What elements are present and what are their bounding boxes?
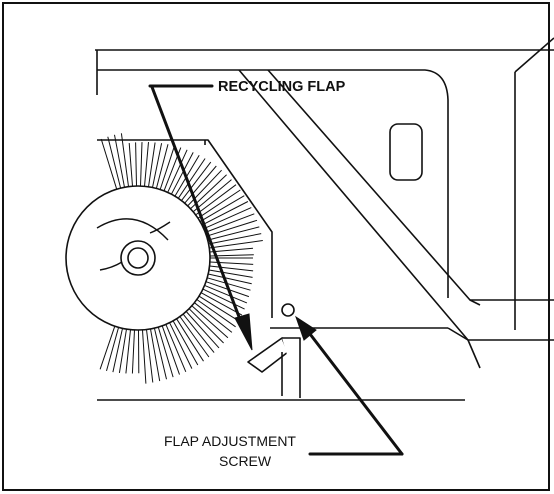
bristle: [131, 329, 135, 374]
bristle: [187, 169, 222, 207]
bristle: [201, 201, 249, 226]
bristle: [209, 240, 263, 249]
bristle: [198, 295, 240, 322]
bristle: [140, 142, 143, 187]
bristle: [182, 313, 215, 353]
bristle: [194, 302, 233, 333]
brush-core: [65, 185, 211, 331]
recycling-flap-leader: [148, 84, 246, 332]
bristle: [184, 165, 217, 204]
bristle: [170, 152, 194, 195]
bristle: [148, 142, 156, 187]
screw-arrowhead: [295, 315, 317, 341]
bristle: [207, 277, 251, 291]
bristle: [172, 320, 199, 366]
brush-bristles: [99, 133, 263, 384]
bristle: [169, 322, 193, 369]
bristle: [195, 184, 237, 216]
bristle: [106, 327, 120, 372]
bristle: [112, 328, 123, 373]
bristle: [153, 327, 167, 380]
bristle: [196, 299, 236, 328]
bristle: [99, 326, 116, 370]
figure-frame: [2, 2, 550, 491]
bristle: [176, 318, 204, 362]
bristle: [159, 145, 175, 190]
bristle: [204, 284, 248, 304]
bristle: [188, 308, 224, 344]
bristle: [208, 269, 253, 278]
recycling-flap-label: RECYCLING FLAP: [218, 79, 346, 95]
bristle: [200, 292, 243, 316]
bristle: [155, 144, 169, 189]
bristle: [199, 195, 245, 223]
bristle: [205, 213, 255, 233]
bristle: [177, 158, 206, 199]
brush-core-detail: [96, 218, 171, 271]
flap-adjustment-screw-label-line1: FLAP ADJUSTMENT: [164, 433, 296, 449]
bristle: [208, 273, 252, 285]
bristle: [181, 161, 212, 201]
recycling-flap: [247, 337, 301, 398]
bristle: [165, 324, 187, 372]
bristle: [144, 142, 149, 187]
bristle: [192, 179, 232, 213]
bristle: [185, 311, 220, 349]
bristle: [209, 247, 254, 253]
bristle: [114, 134, 125, 188]
flap-adjustment-screw-label-line2: SCREW: [219, 453, 272, 469]
recycling-flap-arrowhead: [234, 313, 253, 351]
bristle: [161, 325, 180, 375]
bristle: [208, 233, 262, 245]
bristle: [203, 207, 252, 230]
bristle: [128, 143, 133, 187]
bristle: [150, 328, 161, 382]
brush-shroud: [97, 139, 273, 318]
bristle: [197, 189, 241, 219]
bristle: [157, 326, 174, 378]
bristle: [202, 288, 245, 310]
bristle: [107, 136, 122, 189]
bristle: [209, 261, 254, 265]
bristle: [125, 329, 131, 374]
screw-leader: [308, 332, 404, 456]
bristle: [179, 316, 210, 358]
bristle: [142, 329, 147, 384]
bristle: [146, 329, 154, 383]
bristle: [207, 226, 260, 241]
bristle: [152, 143, 163, 188]
bristle: [120, 133, 129, 187]
sweeper-housing: [95, 37, 554, 369]
bristle: [135, 142, 137, 187]
bristle: [209, 265, 254, 272]
flap-adjustment-screw-head: [281, 303, 295, 317]
bristle: [191, 305, 229, 339]
bristle: [100, 138, 118, 190]
bristle: [167, 149, 188, 193]
bristle: [206, 219, 258, 237]
bristle: [118, 329, 127, 373]
